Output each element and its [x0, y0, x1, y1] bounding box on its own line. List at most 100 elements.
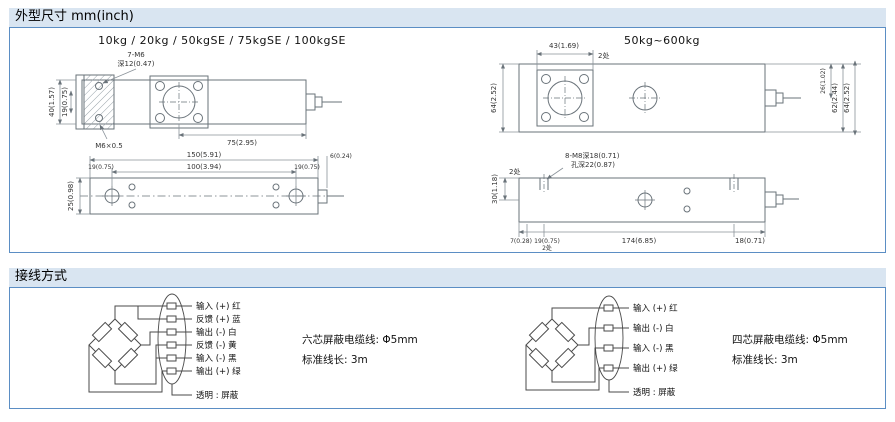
large-plan-dim-lines	[499, 50, 861, 136]
cable-gland-nut	[775, 194, 784, 205]
bolt-hole	[683, 187, 691, 195]
cable-gland-nut	[314, 96, 323, 108]
strain-gauge	[117, 321, 139, 343]
dim-26: 26(1.02)	[820, 68, 827, 94]
dim-2places-mid: 2处	[509, 167, 520, 176]
bolt-hole	[193, 113, 203, 123]
small-plan-view	[80, 177, 344, 215]
wire-label-input-plus: 输入 (+) 红	[633, 303, 678, 314]
small-side-dim-labels: 7-M6 深12(0.47) 40(1.57) 19(0.75) M6×0.5 …	[48, 51, 257, 150]
dim-174: 174(6.85)	[622, 237, 657, 245]
wire-label-shield: 透明 : 屏蔽	[196, 390, 239, 401]
wire-input-plus	[114, 305, 167, 319]
wiring-body: 输入 (+) 红 反馈 (+) 蓝 输出 (-) 白 反馈 (-) 黄 输入 (…	[9, 287, 886, 409]
end-plate	[75, 74, 85, 130]
wire-label-output-minus: 输出 (-) 白	[196, 327, 237, 338]
wire-shield	[171, 384, 192, 396]
large-plan-view	[518, 63, 801, 133]
strain-gauge	[91, 321, 113, 343]
dim-18: 18(0.71)	[735, 237, 765, 245]
small-side-view	[75, 74, 342, 130]
dimensions-title: 外型尺寸 mm(inch)	[15, 9, 134, 24]
bolt-hole	[683, 205, 691, 213]
dim-100: 100(3.94)	[187, 163, 222, 171]
strain-gauge	[528, 347, 550, 369]
dim-19-right: 19(0.75)	[294, 164, 320, 171]
four-core-cable-note: 四芯屏蔽电缆线: Φ5mm	[732, 333, 848, 346]
bolt-hole	[155, 113, 165, 123]
bolt-hole	[541, 74, 551, 84]
mounting-flange	[536, 69, 594, 127]
dim-19-bottom: 19(0.75)	[534, 238, 560, 245]
large-side-dim-lines	[499, 167, 766, 237]
six-core-labels: 输入 (+) 红 反馈 (+) 蓝 输出 (-) 白 反馈 (-) 黄 输入 (…	[196, 301, 418, 401]
dim-7: 7(0.28)	[510, 238, 532, 245]
dim-6: 6(0.24)	[330, 153, 352, 160]
wiring-header: 接线方式	[9, 268, 886, 287]
dim-2places-bottom: 2处	[542, 244, 552, 252]
bolt-hole	[272, 183, 280, 191]
dim-2places-top: 2处	[598, 51, 609, 60]
wiring-diagram-six-core: 输入 (+) 红 反馈 (+) 蓝 输出 (-) 白 反馈 (-) 黄 输入 (…	[88, 293, 418, 401]
dimensions-section: 外型尺寸 mm(inch) 10kg / 20kg / 50kgSE / 75k…	[9, 8, 886, 253]
wiring-title: 接线方式	[15, 269, 68, 284]
wire-sense-plus	[137, 306, 167, 320]
wire-output-plus	[525, 345, 604, 391]
dim-62-right: 62(2.44)	[831, 83, 839, 113]
connector-pins	[166, 302, 177, 375]
bridge-circuit	[88, 293, 192, 396]
bolt-hole	[579, 112, 589, 122]
dim-75: 75(2.95)	[227, 139, 257, 147]
bolt-hole	[128, 201, 136, 209]
connector-pins	[603, 304, 614, 372]
cable-gland	[764, 191, 777, 208]
small-plan-dim-labels: 150(5.91) 19(0.75) 100(3.94) 19(0.75) 6(…	[67, 151, 352, 211]
wire-label-output-plus: 输出 (+) 绿	[633, 363, 678, 374]
wire-output-plus	[88, 345, 167, 393]
four-core-length-note: 标准线长: 3m	[732, 353, 798, 366]
wire-label-sense-minus: 反馈 (-) 黄	[196, 340, 237, 351]
bolt-hole	[193, 81, 203, 91]
wire-label-input-plus: 输入 (+) 红	[196, 301, 241, 312]
bolt-hole	[541, 112, 551, 122]
dim-25: 25(0.98)	[67, 181, 75, 211]
wire-input-minus	[551, 347, 604, 383]
large-plan-dim-labels: 43(1.69) 2处 64(2.52) 26(1.02) 62(2.44) 6…	[490, 42, 851, 113]
dimensions-body: 10kg / 20kg / 50kgSE / 75kgSE / 100kgSE	[9, 27, 886, 253]
wire-output-minus	[578, 327, 604, 346]
large-side-view	[518, 174, 799, 223]
wire-label-output-minus: 输出 (-) 白	[633, 323, 674, 334]
bolt-hole	[155, 81, 165, 91]
wire-label-input-minus: 输入 (-) 黑	[633, 343, 674, 354]
strain-gauge	[528, 321, 550, 343]
dim-19-pitch: 19(0.75)	[61, 87, 69, 117]
wire-label-input-minus: 输入 (-) 黑	[196, 353, 237, 364]
cable-gland-nut	[775, 92, 784, 104]
drawing-small-capacity: 10kg / 20kg / 50kgSE / 75kgSE / 100kgSE	[48, 34, 352, 215]
mounting-block	[83, 74, 115, 130]
large-side-dim-labels: 8-M8深18(0.71) 孔深22(0.87) 30(1.18) 2处 7(0…	[491, 151, 765, 252]
dim-hole-depth-22: 孔深22(0.87)	[571, 160, 615, 169]
dim-64-right: 64(2.52)	[843, 83, 851, 113]
strain-gauge	[554, 347, 576, 369]
dim-30: 30(1.18)	[491, 174, 499, 204]
cable-gland	[305, 93, 316, 111]
dim-150: 150(5.91)	[187, 151, 222, 159]
wire-output-minus	[141, 331, 167, 346]
wire-input-plus	[551, 307, 604, 319]
wire-label-sense-plus: 反馈 (+) 蓝	[196, 314, 241, 325]
bridge-diamond	[88, 318, 142, 372]
bolt-hole	[579, 74, 589, 84]
wiring-diagram-four-core: 输入 (+) 红 输出 (-) 白 输入 (-) 黑 输出 (+) 绿 透明 :…	[525, 295, 848, 398]
dim-43: 43(1.69)	[549, 42, 579, 50]
dim-m6x0-5: M6×0.5	[95, 142, 123, 150]
drawing-large-capacity: 50kg~600kg	[490, 34, 861, 252]
wire-label-output-plus: 输出 (+) 绿	[196, 366, 241, 377]
wire-shield	[608, 380, 629, 393]
bridge-diamond	[525, 318, 579, 372]
small-capacity-caption: 10kg / 20kg / 50kgSE / 75kgSE / 100kgSE	[98, 34, 346, 47]
four-core-labels: 输入 (+) 红 输出 (-) 白 输入 (-) 黑 输出 (+) 绿 透明 :…	[633, 303, 848, 398]
small-side-dim-lines	[56, 68, 307, 140]
dimensions-header: 外型尺寸 mm(inch)	[9, 8, 886, 27]
bolt-hole	[272, 201, 280, 209]
